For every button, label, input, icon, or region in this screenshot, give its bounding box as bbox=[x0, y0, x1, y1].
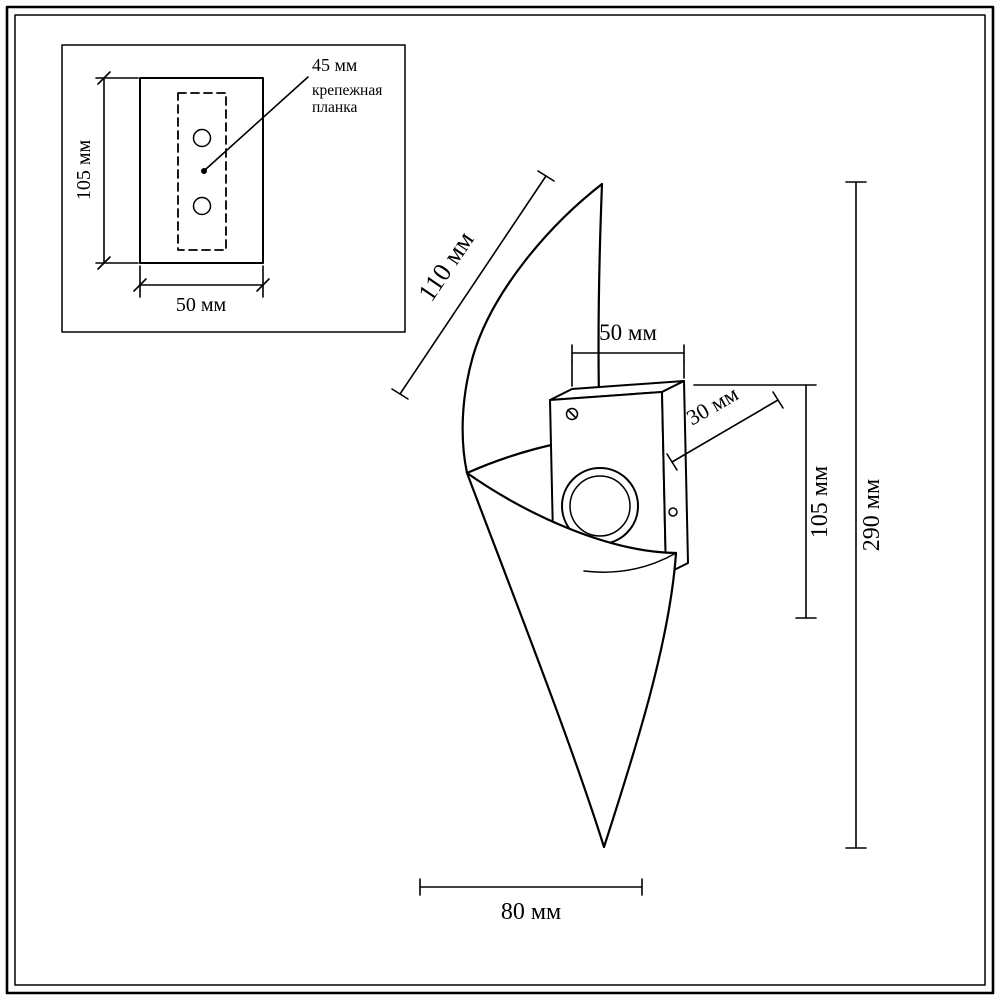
tick bbox=[537, 170, 555, 182]
outer-frame bbox=[5, 5, 995, 995]
hole-pitch-label: 45 мм bbox=[312, 55, 357, 75]
curve-length-label: 110 мм bbox=[412, 226, 479, 306]
mounting-plate-outline bbox=[139, 77, 264, 264]
mounting-hole-top bbox=[192, 128, 212, 148]
bracket-dashed-outline bbox=[177, 92, 227, 251]
screw-front-slot bbox=[567, 409, 577, 419]
housing-width-label: 50 мм bbox=[599, 320, 657, 345]
tick bbox=[666, 453, 678, 471]
lamp-side-view bbox=[461, 182, 689, 849]
tick bbox=[97, 256, 111, 270]
hole-pitch-leader bbox=[205, 76, 309, 170]
mounting-hole-bottom bbox=[192, 196, 212, 216]
mounting-plate-inset: 45 мм крепежная планка 105 мм 50 мм bbox=[61, 44, 406, 333]
screw-side bbox=[668, 507, 678, 517]
housing-depth-dim-line bbox=[671, 399, 779, 463]
spiral-fold-line bbox=[583, 552, 677, 573]
lamp-ring-inner bbox=[569, 475, 631, 537]
housing-depth-label: 30 мм bbox=[682, 381, 742, 430]
plate-height-label: 105 мм bbox=[73, 140, 95, 201]
curve-length-dim-line bbox=[399, 175, 547, 395]
tick bbox=[97, 71, 111, 85]
screw-front bbox=[565, 407, 579, 421]
tick bbox=[133, 278, 147, 292]
housing-right-face bbox=[661, 380, 689, 575]
inner-frame bbox=[14, 14, 986, 986]
main-dimensions: 110 мм 50 мм 30 мм 105 мм 290 мм 80 мм bbox=[391, 170, 885, 925]
plate-caption-line1: крепежная bbox=[312, 82, 382, 99]
tick bbox=[256, 278, 270, 292]
overall-width-label: 80 мм bbox=[501, 899, 561, 925]
plate-caption-line2: планка bbox=[312, 99, 358, 116]
inset-border bbox=[61, 44, 406, 333]
bracket-height-label: 105 мм bbox=[807, 466, 833, 538]
plate-width-label: 50 мм bbox=[176, 294, 227, 316]
tick bbox=[391, 388, 409, 400]
overall-height-label: 290 мм bbox=[859, 479, 885, 551]
tick bbox=[772, 391, 784, 409]
spiral-lower-wrap bbox=[465, 471, 678, 849]
